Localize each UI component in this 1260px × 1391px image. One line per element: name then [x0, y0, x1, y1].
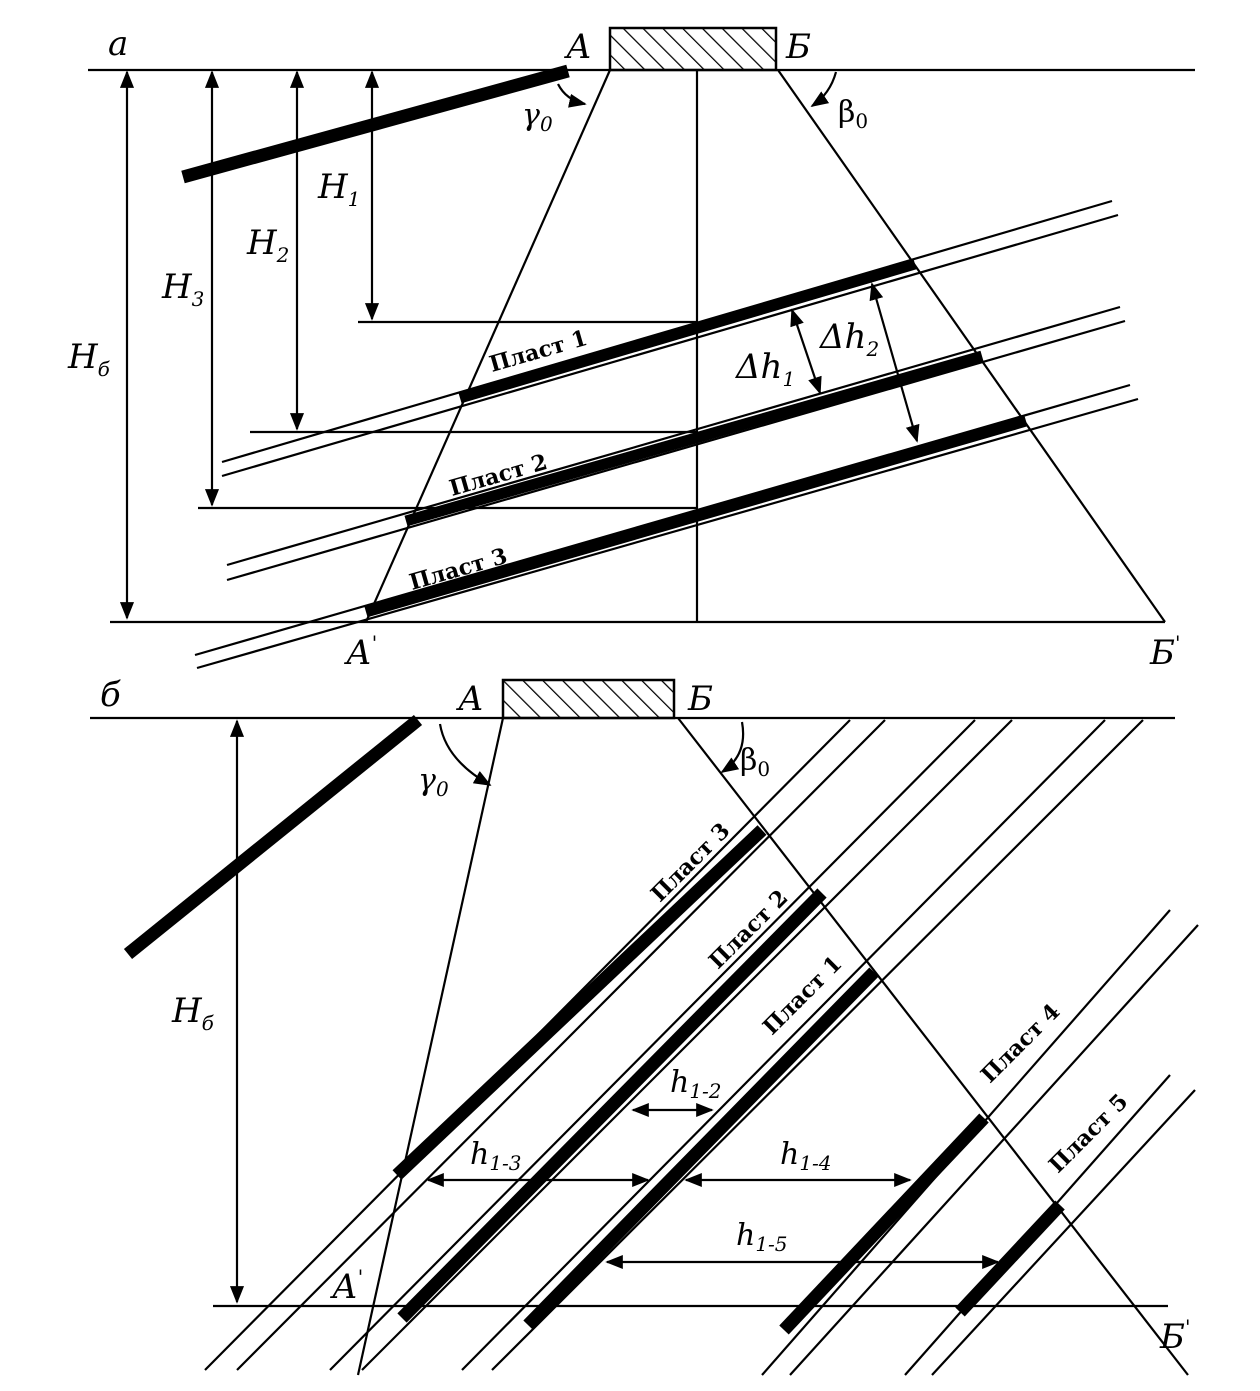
- gamma-label-b: γ0: [418, 763, 449, 801]
- seam-5-floor-line: [931, 1089, 1196, 1376]
- panel-b: б А Б Hб: [90, 675, 1199, 1376]
- boundary-line-a-right: [777, 69, 1166, 623]
- point-a1-label-a: А': [344, 631, 377, 673]
- dh1-label: Δh1: [734, 347, 795, 391]
- h13-label: h1-3: [470, 1137, 522, 1175]
- dh2-arrow: [869, 282, 920, 443]
- seam-2-coal-b: [397, 888, 827, 1323]
- outcrop-seam-a: [181, 64, 570, 184]
- outcrop-seam-b: [123, 714, 423, 960]
- h14-label: h1-4: [780, 1137, 832, 1175]
- seam-1-coal-b: [523, 967, 879, 1330]
- seam-1-roof-line-b: [461, 719, 1106, 1371]
- seam-3-roof-line: [194, 383, 1131, 657]
- dh1-arrow: [790, 308, 822, 395]
- structure-b: [501, 678, 676, 720]
- h2-label: H2: [246, 223, 289, 267]
- point-a1-label-b: А': [330, 1265, 363, 1307]
- gamma-label-a: γ0: [522, 98, 553, 136]
- beta-label-a: β0: [838, 95, 868, 133]
- h1-label: H1: [317, 167, 360, 211]
- hb-label-b: Hб: [171, 991, 215, 1035]
- seam-5-label-b: Пласт 5: [1044, 1089, 1133, 1178]
- h3-label: H3: [161, 267, 204, 311]
- point-a-label-b: А: [456, 679, 484, 719]
- beta-label-b: β0: [740, 743, 770, 781]
- beta-arc-b: [720, 721, 745, 773]
- boundary-line-b-left: [356, 717, 505, 1376]
- seam-1-floor-line-b: [491, 719, 1144, 1371]
- seam-2-coal: [404, 350, 984, 527]
- seam-3-floor-line-b: [236, 719, 886, 1371]
- seam-4-floor-line: [789, 924, 1199, 1376]
- seam-3-floor-line: [196, 397, 1139, 670]
- seam-2-roof-line: [226, 305, 1121, 567]
- gamma-arc-a: [557, 83, 587, 108]
- point-b-label-b: Б: [687, 679, 713, 719]
- seam-1-coal: [458, 258, 917, 404]
- point-b1-label-b: Б': [1159, 1315, 1191, 1357]
- point-b1-label-a: Б': [1149, 631, 1181, 673]
- boundary-line-b-right: [677, 717, 1189, 1376]
- point-b-label-a: Б: [785, 27, 811, 67]
- beta-arc-a: [810, 71, 838, 107]
- seam-4-coal: [779, 1113, 989, 1335]
- h12-label: h1-2: [670, 1065, 722, 1103]
- point-a-label-a: А: [564, 27, 592, 67]
- boundary-line-a-left: [364, 69, 612, 623]
- dh2-label: Δh2: [818, 317, 879, 361]
- structure-a: [608, 26, 778, 72]
- panel-a-letter: а: [108, 24, 128, 64]
- seam-2-floor-line: [226, 319, 1126, 582]
- gamma-arc-b: [438, 723, 492, 786]
- h15-label: h1-5: [736, 1218, 788, 1256]
- seam-3-coal-b: [392, 825, 767, 1180]
- panel-b-letter: б: [100, 675, 121, 715]
- seam-3-coal: [364, 415, 1028, 618]
- seam-5-coal: [955, 1200, 1065, 1317]
- panel-a: а А Б Hб: [67, 24, 1195, 673]
- seam-2-roof-line-b: [329, 719, 976, 1371]
- hb-label-a: Hб: [67, 337, 111, 381]
- seam-2-floor-line-b: [361, 719, 1013, 1371]
